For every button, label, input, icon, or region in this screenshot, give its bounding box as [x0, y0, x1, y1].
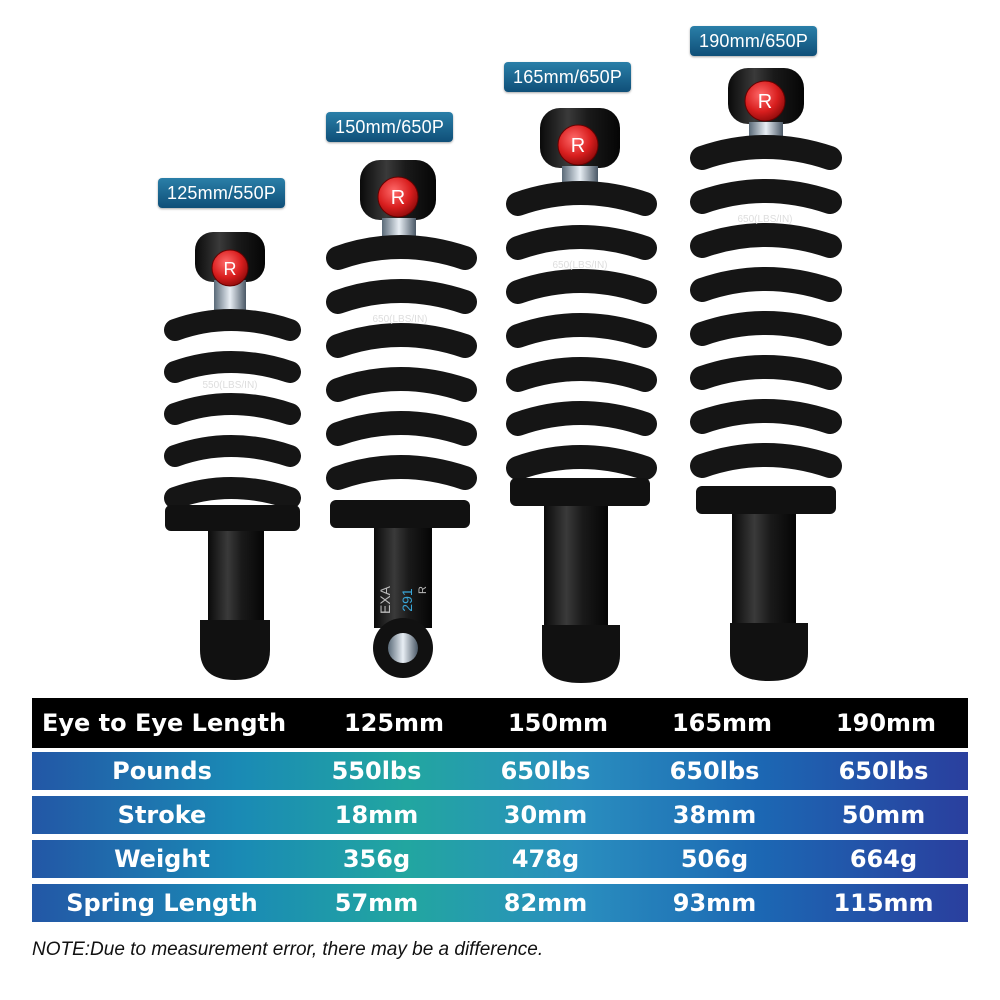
table-row: Weight 356g 478g 506g 664g [32, 840, 968, 878]
table-cell: 93mm [672, 889, 757, 917]
shock-165mm: R 650(LBS/IN) [506, 108, 657, 683]
table-cell: 650lbs [838, 757, 929, 785]
size-tag: 150mm/650P [326, 112, 454, 142]
table-cell: 650lbs [500, 757, 591, 785]
row-label: Weight [114, 845, 210, 873]
table-cell: 356g [342, 845, 411, 873]
table-cell: 30mm [503, 801, 588, 829]
row-label: Eye to Eye Length [42, 709, 287, 737]
table-cell: 506g [680, 845, 749, 873]
table-cell: 57mm [334, 889, 419, 917]
size-tag: 165mm/650P [504, 62, 632, 92]
size-tag: 125mm/550P [158, 178, 286, 208]
row-label: Pounds [112, 757, 212, 785]
table-cell: 125mm [343, 709, 445, 737]
table-cell: 550lbs [331, 757, 422, 785]
table-cell: 38mm [672, 801, 757, 829]
svg-text:R: R [571, 135, 585, 157]
svg-text:550(LBS/IN): 550(LBS/IN) [202, 380, 257, 391]
shock-150mm: R 650(LBS/IN) EXA 291 R [326, 160, 477, 678]
measurement-note: NOTE:Due to measurement error, there may… [32, 939, 544, 960]
row-label: Spring Length [66, 889, 258, 917]
svg-text:R: R [417, 586, 429, 594]
svg-text:650(LBS/IN): 650(LBS/IN) [372, 314, 427, 325]
svg-text:R: R [224, 259, 237, 279]
svg-text:R: R [758, 91, 772, 113]
svg-text:EXA: EXA [377, 585, 393, 614]
table-cell: 150mm [507, 709, 609, 737]
shock-190mm: R 650(LBS/IN) [690, 68, 842, 681]
table-row: Spring Length 57mm 82mm 93mm 115mm [32, 884, 968, 922]
svg-text:R: R [391, 187, 405, 209]
table-row: Pounds 550lbs 650lbs 650lbs 650lbs [32, 752, 968, 790]
svg-text:650(LBS/IN): 650(LBS/IN) [737, 214, 792, 225]
table-cell: 82mm [503, 889, 588, 917]
table-header-row: Eye to Eye Length 125mm 150mm 165mm 190m… [32, 698, 968, 748]
shock-absorbers: R 550(LBS/IN) R [164, 68, 842, 683]
table-cell: 165mm [671, 709, 773, 737]
table-cell: 190mm [835, 709, 937, 737]
table-row: Stroke 18mm 30mm 38mm 50mm [32, 796, 968, 834]
table-cell: 478g [511, 845, 580, 873]
table-cell: 50mm [841, 801, 926, 829]
product-illustration: 125mm/550P 150mm/650P 165mm/650P 190mm/6… [158, 26, 842, 683]
table-cell: 650lbs [669, 757, 760, 785]
svg-text:291: 291 [399, 588, 415, 612]
table-cell: 18mm [334, 801, 419, 829]
shock-125mm: R 550(LBS/IN) [164, 232, 301, 680]
table-cell: 664g [849, 845, 918, 873]
table-cell: 115mm [833, 889, 934, 917]
row-label: Stroke [117, 801, 207, 829]
size-tag: 190mm/650P [690, 26, 818, 56]
svg-text:650(LBS/IN): 650(LBS/IN) [552, 260, 607, 271]
